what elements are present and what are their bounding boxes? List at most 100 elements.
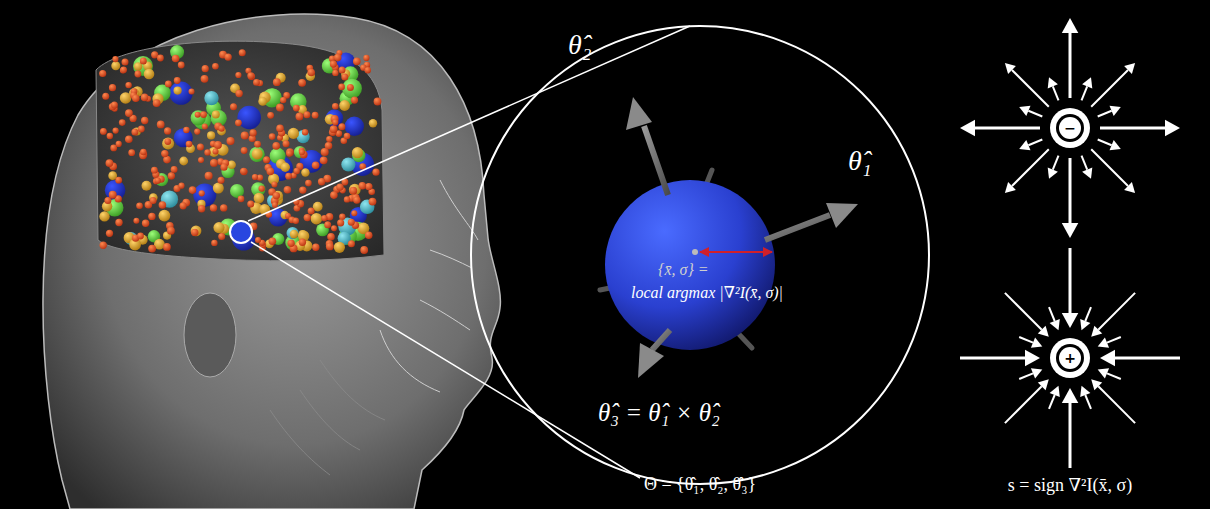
blob-sphere xyxy=(359,182,367,190)
math-label: local argmax |∇²I(x̄, σ)| xyxy=(631,283,783,302)
blob-sphere xyxy=(330,125,338,133)
blob-sphere xyxy=(348,240,355,247)
blob-sphere xyxy=(353,58,361,66)
blob-sphere xyxy=(102,93,109,100)
math-label: θ̂₂ xyxy=(568,29,592,61)
arrowhead xyxy=(1110,106,1121,116)
blob-sphere xyxy=(605,180,775,350)
blob-sphere xyxy=(252,148,263,159)
blob-sphere xyxy=(349,187,357,195)
blob-sphere xyxy=(174,128,193,147)
blob-sphere xyxy=(330,61,337,68)
blob-sphere xyxy=(141,117,148,124)
blob-sphere xyxy=(241,132,249,140)
gradient-arrow xyxy=(1012,70,1049,107)
blob-sphere xyxy=(338,123,345,130)
gradient-arrow xyxy=(1107,373,1121,379)
arrowhead xyxy=(1038,326,1049,337)
blob-sphere xyxy=(293,218,299,224)
blob-sphere xyxy=(164,127,171,134)
blob-sphere xyxy=(135,71,142,78)
blob-sphere xyxy=(204,149,210,155)
gradient-arrow xyxy=(1069,158,1072,223)
blob-sphere xyxy=(267,112,274,119)
blob-sphere xyxy=(273,78,281,86)
blob-sphere xyxy=(99,211,109,221)
arrowhead xyxy=(1019,106,1030,116)
blob-sphere xyxy=(253,79,260,86)
axis-arrowhead xyxy=(638,343,664,378)
head-rendering xyxy=(43,14,500,509)
blob-sphere xyxy=(198,205,205,212)
sign-ring: − xyxy=(1050,108,1090,148)
blob-sphere xyxy=(161,150,168,157)
blob-sphere xyxy=(365,67,371,73)
blob-sphere xyxy=(276,104,284,112)
blob-sphere xyxy=(247,201,254,208)
blob-sphere xyxy=(122,59,129,66)
blob-sphere xyxy=(115,219,122,226)
gradient-arrow xyxy=(1085,395,1091,409)
blob-sphere xyxy=(214,141,222,149)
arrowhead xyxy=(1031,368,1042,378)
blob-sphere xyxy=(302,129,308,135)
brain-cutaway xyxy=(96,41,384,261)
blob-sphere xyxy=(342,79,362,99)
blob-sphere xyxy=(194,129,200,135)
blob-sphere xyxy=(155,178,161,184)
arrowhead xyxy=(1062,388,1079,403)
blob-sphere xyxy=(165,81,172,88)
blob-sphere xyxy=(351,97,358,104)
blob-sphere xyxy=(372,169,379,176)
arrowhead xyxy=(1005,182,1016,193)
scale-arrow xyxy=(700,251,772,253)
blob-sphere xyxy=(218,233,225,240)
gradient-arrow xyxy=(1098,111,1112,117)
blob-sphere xyxy=(218,177,225,184)
gradient-arrow xyxy=(1028,111,1042,117)
blob-sphere xyxy=(247,72,254,79)
blob-sphere xyxy=(267,168,275,176)
cheek-texture xyxy=(270,360,385,475)
blob-sphere xyxy=(321,148,329,156)
blob-sphere xyxy=(304,214,311,221)
blob-sphere xyxy=(255,237,261,243)
blob-sphere xyxy=(298,79,306,87)
blob-sphere xyxy=(227,137,235,145)
gradient-arrow xyxy=(1028,140,1042,146)
blob-sphere xyxy=(197,144,204,151)
blob-sphere xyxy=(191,226,202,237)
blob-sphere xyxy=(238,196,245,203)
blob-sphere xyxy=(212,63,219,70)
axis-arrowhead xyxy=(626,97,652,130)
blob-sphere xyxy=(153,99,161,107)
blob-sphere xyxy=(286,150,293,157)
blob-sphere xyxy=(249,147,264,162)
blob-sphere xyxy=(254,193,265,204)
gradient-arrow xyxy=(1053,86,1059,100)
blob-sphere xyxy=(199,190,205,196)
blob-sphere xyxy=(157,55,164,62)
center-dot xyxy=(692,249,698,255)
gradient-arrow xyxy=(1082,86,1088,100)
axis-arrowhead xyxy=(826,203,858,228)
blob-sphere xyxy=(148,245,156,253)
leader-line xyxy=(251,242,640,478)
blob-sphere xyxy=(303,111,310,118)
axis-arrow xyxy=(652,330,670,350)
blob-sphere xyxy=(195,112,201,118)
blob-sphere xyxy=(159,201,167,209)
blob-sphere xyxy=(131,129,138,136)
gradient-arrow xyxy=(1082,156,1088,170)
arrowhead xyxy=(1038,379,1049,390)
blob-sphere xyxy=(235,72,241,78)
blob-sphere xyxy=(178,62,185,69)
blob-sphere xyxy=(133,218,139,224)
blob-sphere xyxy=(285,173,292,180)
blob-sphere xyxy=(109,191,117,199)
blob-sphere xyxy=(327,233,335,241)
blob-sphere xyxy=(224,53,231,60)
arrowhead xyxy=(1124,63,1135,74)
blob-sphere xyxy=(179,157,188,166)
